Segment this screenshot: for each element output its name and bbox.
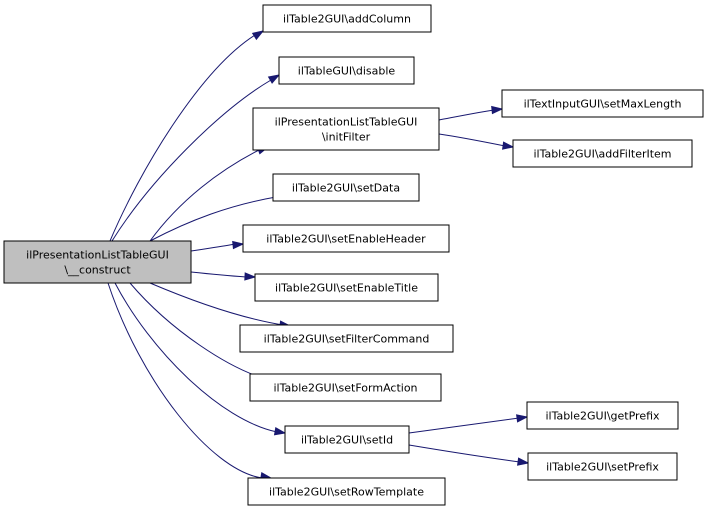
edge-root-n9 [114,282,278,433]
edge-n9-n14 [408,444,521,463]
node-label: ilTable2GUI\setPrefix [546,461,659,474]
node-n5[interactable]: ilTable2GUI\setEnableHeader [242,224,450,253]
node-label: ilPresentationListTableGUI [275,116,418,129]
node-box [272,173,420,202]
node-box [252,107,440,151]
node-n9[interactable]: ilTable2GUI\setId [284,425,410,454]
node-n4[interactable]: ilTable2GUI\setData [272,173,420,202]
arrowhead-root-n2 [267,74,281,84]
edge-root-n4 [149,196,277,242]
arrowhead-root-n9 [273,427,287,436]
edge-n3-n12 [438,133,506,147]
node-box [526,401,679,430]
root-node[interactable]: ilPresentationListTableGUI \__construct [3,240,192,284]
node-label: ilTable2GUI\setData [292,182,400,195]
node-label: ilTable2GUI\setFilterCommand [264,333,430,346]
arrowhead-root-n5 [232,240,245,250]
node-n11[interactable]: ilTextInputGUI\setMaxLength [501,89,704,118]
node-label: ilTextInputGUI\setMaxLength [524,98,682,111]
arrowhead-n3-n12 [502,141,515,150]
node-box [239,324,454,353]
node-box [284,425,410,454]
arrowhead-n9-n13 [516,414,529,423]
edge-root-n2 [111,79,272,242]
node-label: ilTable2GUI\setEnableTitle [275,282,418,295]
node-label: ilTableGUI\disable [298,65,396,78]
nodes: ilPresentationListTableGUI\__constructil… [3,4,704,506]
node-box [242,224,450,253]
edge-root-n1 [109,34,256,242]
node-n1[interactable]: ilTable2GUI\addColumn [262,4,432,33]
node-label: \initFilter [322,131,371,144]
edge-n9-n13 [408,417,520,434]
node-box [527,452,678,481]
node-label: ilPresentationListTableGUI [26,249,169,262]
node-label: ilTable2GUI\setId [301,434,393,447]
node-n6[interactable]: ilTable2GUI\setEnableTitle [254,273,439,302]
node-label: ilTable2GUI\addFilterItem [533,148,671,161]
node-n8[interactable]: ilTable2GUI\setFormAction [249,373,442,402]
node-box [247,477,446,506]
node-box [249,373,442,402]
node-box [512,139,693,168]
node-n10[interactable]: ilTable2GUI\setRowTemplate [247,477,446,506]
arrowhead-n9-n14 [517,457,530,466]
edge-root-n3 [149,149,260,242]
edge-root-n10 [107,282,263,479]
node-box [254,273,439,302]
node-n12[interactable]: ilTable2GUI\addFilterItem [512,139,693,168]
node-label: ilTable2GUI\addColumn [283,13,411,26]
arrowhead-n3-n11 [491,105,504,115]
node-n14[interactable]: ilTable2GUI\setPrefix [527,452,678,481]
node-label: ilTable2GUI\getPrefix [545,410,660,423]
node-box [262,4,432,33]
node-n2[interactable]: ilTableGUI\disable [278,56,415,85]
node-label: ilTable2GUI\setRowTemplate [269,486,424,499]
node-box [3,240,192,284]
node-n7[interactable]: ilTable2GUI\setFilterCommand [239,324,454,353]
node-box [278,56,415,85]
node-n13[interactable]: ilTable2GUI\getPrefix [526,401,679,430]
edge-root-n7 [149,282,284,326]
node-label: ilTable2GUI\setEnableHeader [266,233,426,246]
arrowhead-root-n1 [251,30,265,41]
node-label: ilTable2GUI\setFormAction [273,382,417,395]
node-box [501,89,704,118]
arrowhead-root-n6 [244,272,257,281]
node-n3[interactable]: ilPresentationListTableGUI \initFilter [252,107,440,151]
edge-root-n6 [190,271,247,278]
edge-n3-n11 [438,109,495,121]
node-label: \__construct [64,264,131,277]
edge-root-n5 [190,243,236,252]
